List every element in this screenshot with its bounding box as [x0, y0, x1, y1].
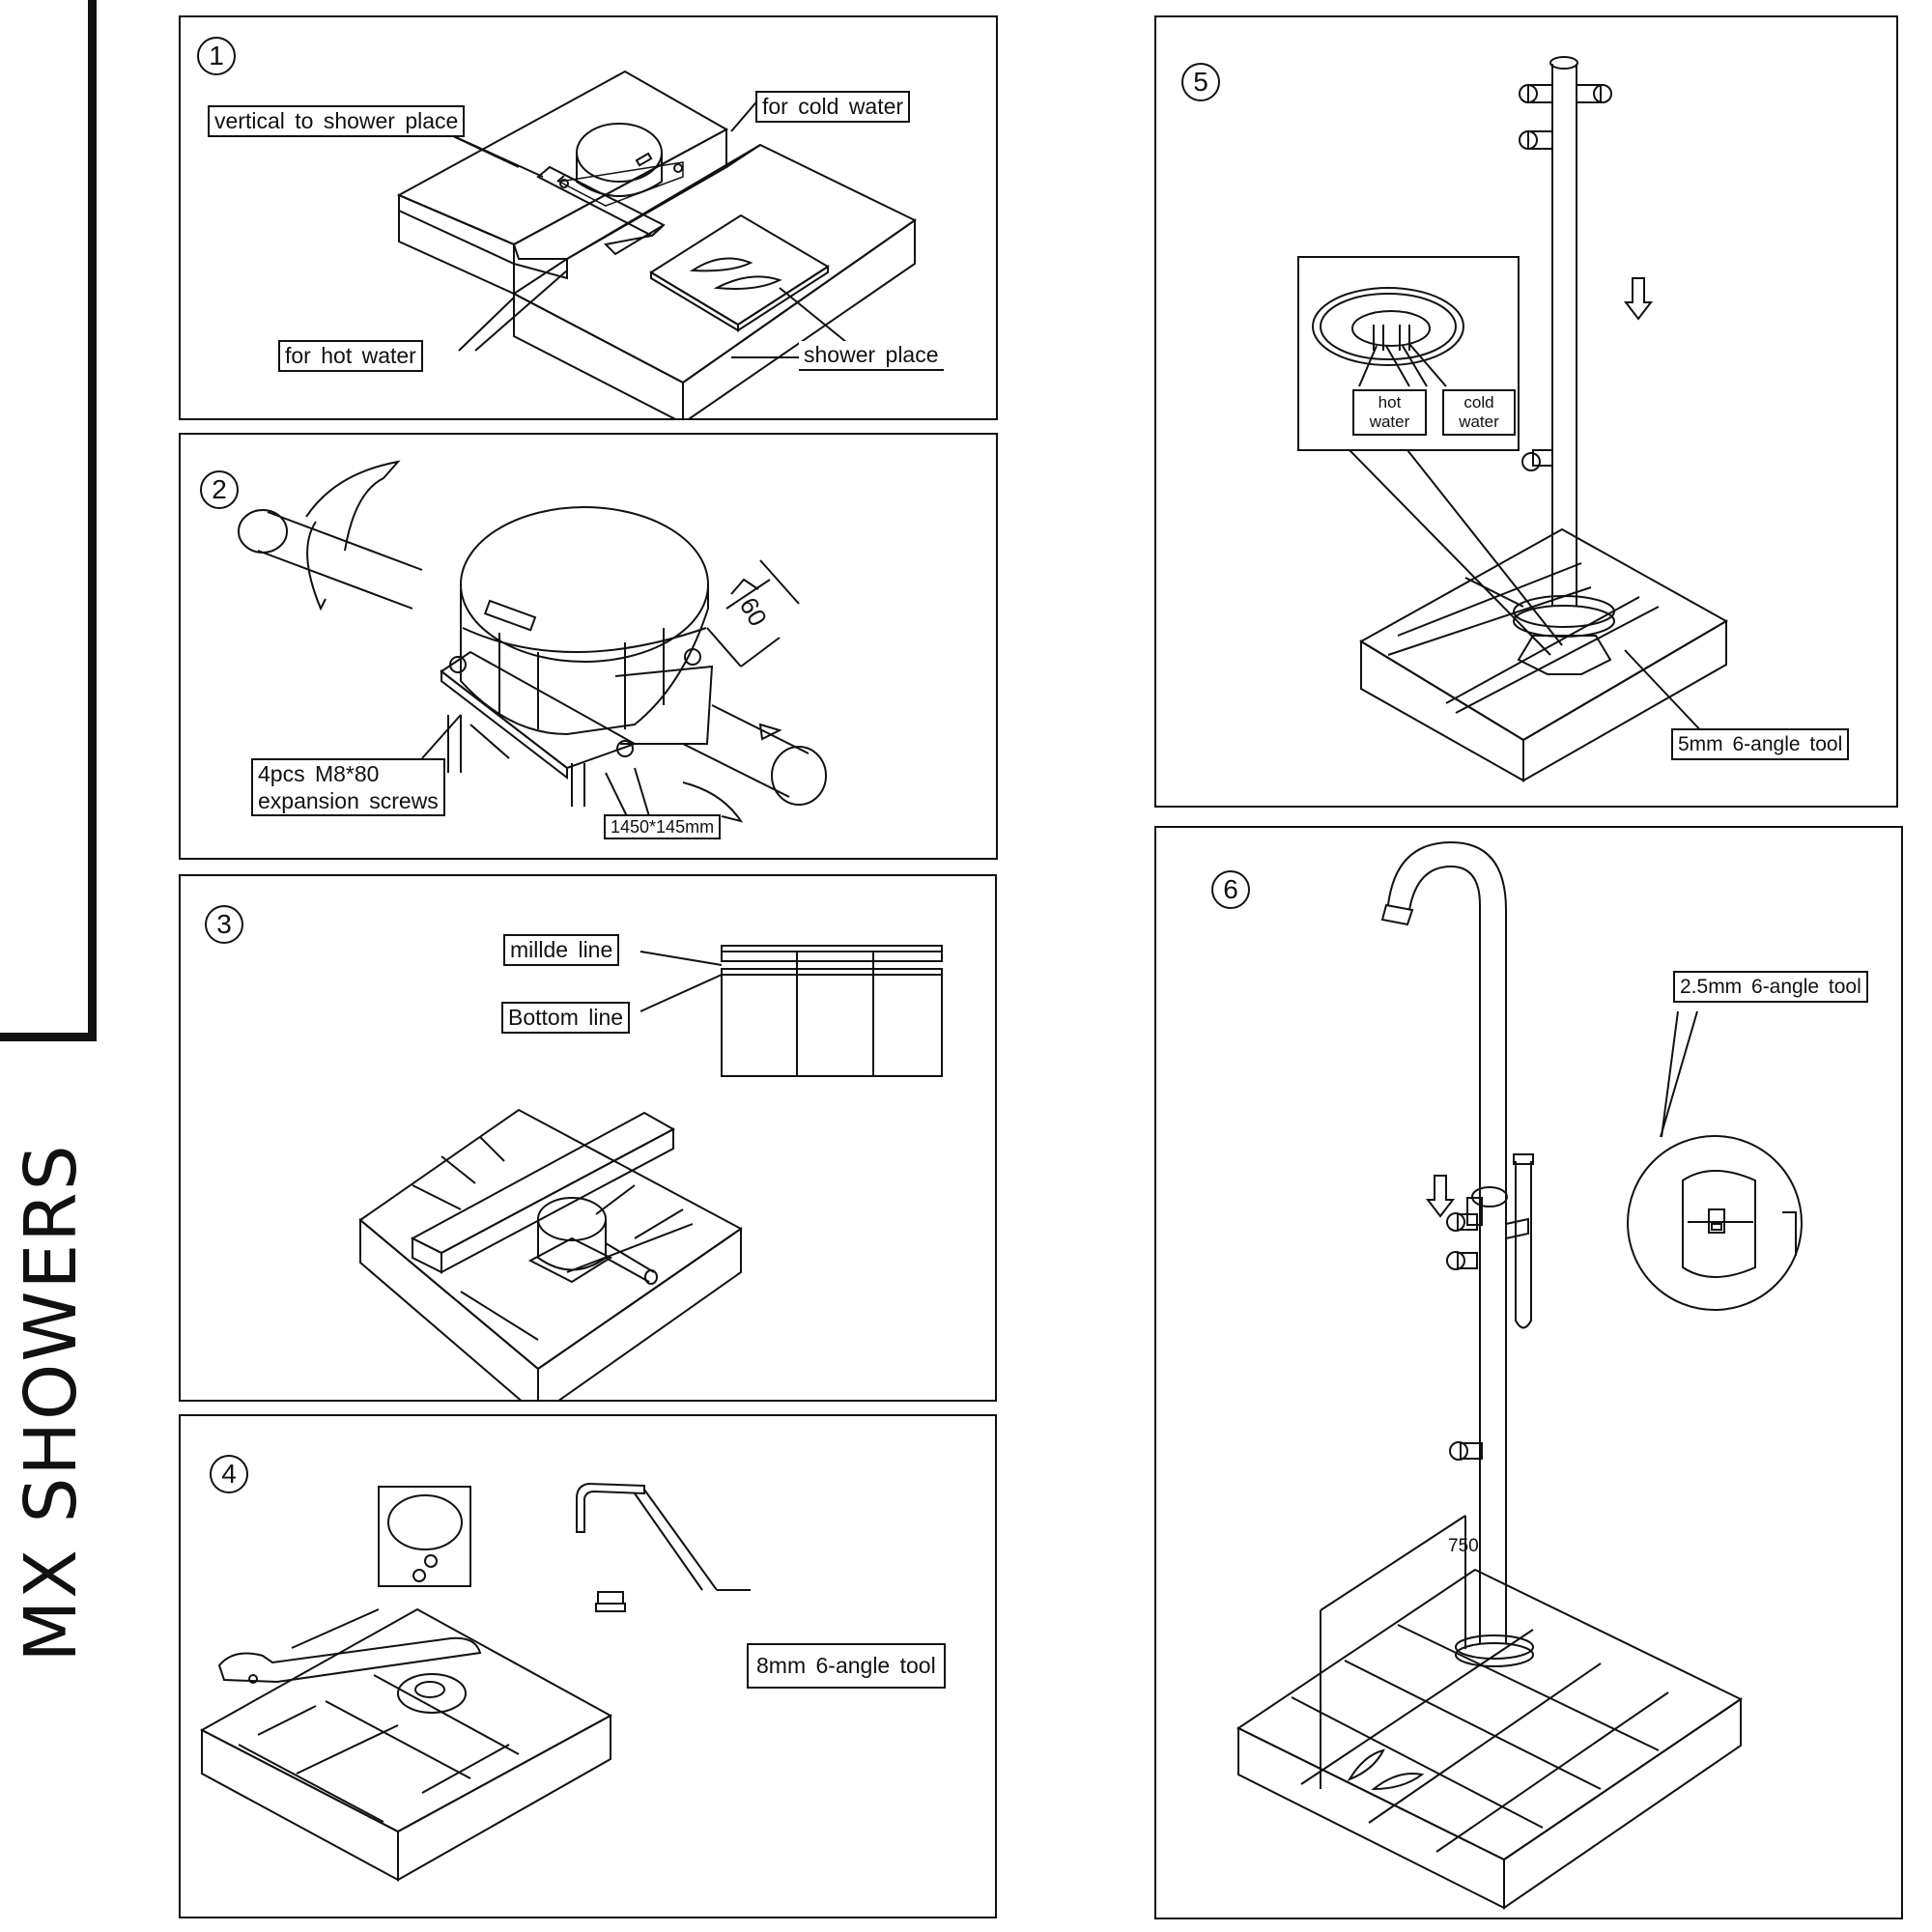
label-cold-water: cold water	[1442, 389, 1516, 436]
label-for-cold-water: for cold water	[755, 91, 911, 123]
label-hot-water: hot water	[1352, 389, 1427, 436]
label-expansion-screws: 4pcs M8*80 expansion screws	[251, 758, 445, 816]
step-5-panel: 5 hot water cold water 5mm 6-angle tool	[1154, 15, 1898, 808]
label-plate-size: 1450*145mm	[604, 814, 722, 839]
step-6-panel: 6 2.5mm 6-angle tool 750	[1154, 826, 1903, 1919]
step-5-number: 5	[1181, 63, 1220, 101]
step-4-illustration	[181, 1416, 997, 1918]
label-bottom-line: Bottom line	[501, 1002, 631, 1034]
label-for-hot-water: for hot water	[278, 340, 423, 372]
step-2-panel: 2 60 4pcs M8*80 expansion screws 1450*14…	[179, 433, 998, 860]
label-height-750: 750	[1448, 1536, 1479, 1556]
step-2-number: 2	[200, 470, 239, 509]
step-4-number: 4	[210, 1455, 248, 1493]
brand-sidebar-frame	[0, 0, 97, 1041]
step-1-panel: 1 vertical to shower place for cold wate…	[179, 15, 998, 420]
step-5-illustration	[1156, 17, 1898, 808]
label-middle-line: millde line	[503, 934, 620, 966]
step-6-illustration	[1156, 828, 1903, 1919]
step-4-panel: 4 8mm 6-angle tool	[179, 1414, 997, 1918]
label-8mm-tool: 8mm 6-angle tool	[747, 1643, 946, 1689]
label-shower-place: shower place	[799, 341, 944, 371]
label-5mm-tool: 5mm 6-angle tool	[1671, 728, 1850, 760]
brand-name: MX SHOWERS	[10, 1143, 93, 1662]
label-vertical-to-shower-place: vertical to shower place	[208, 105, 466, 137]
step-6-number: 6	[1211, 870, 1250, 909]
step-3-panel: 3 millde line Bottom line	[179, 874, 997, 1402]
step-3-number: 3	[205, 905, 243, 944]
step-3-illustration	[181, 876, 997, 1402]
label-2-5mm-tool: 2.5mm 6-angle tool	[1673, 971, 1868, 1003]
step-1-number: 1	[197, 37, 236, 75]
step-2-illustration	[181, 435, 998, 860]
